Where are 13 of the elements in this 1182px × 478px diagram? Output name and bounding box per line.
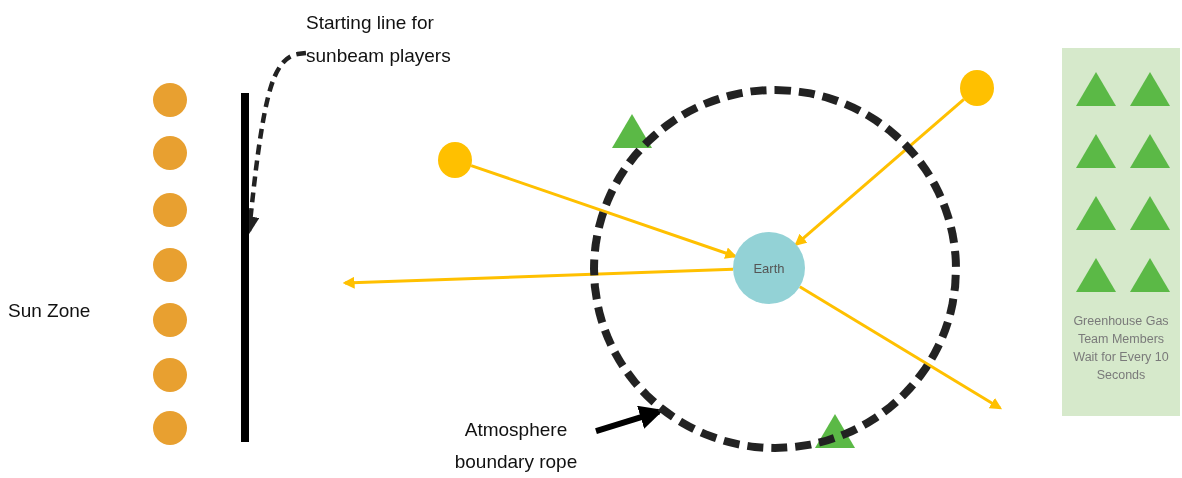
note-text: Starting line for sunbeam players [306,6,516,72]
earth-circle: Earth [733,232,805,304]
arrow [799,285,1003,410]
sunbeam-player-circle [438,142,472,178]
arrow [794,98,965,246]
waiting-zone-panel [1062,48,1180,416]
atmosphere-rope-circle [590,86,960,452]
arrow [470,164,738,259]
arrow [342,267,734,289]
panel-text: Greenhouse Gas Team Members Wait for Every 10 Seconds [1072,313,1170,384]
note-text: Atmosphere boundary rope [436,414,596,476]
zone-label: Sun Zone [8,300,91,322]
sunbeam-player-circle [960,70,994,106]
